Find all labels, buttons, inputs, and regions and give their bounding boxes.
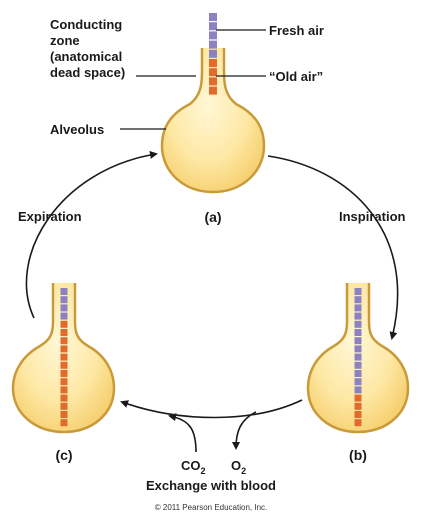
co2-label-base: CO [181,458,201,473]
old-air-block [355,419,362,426]
exchange-label: Exchange with blood [146,478,276,493]
co2-label: CO2 [181,458,206,476]
old-air-block [61,411,68,418]
old-air-block [209,59,217,67]
old-air-block [209,87,217,95]
alveolus-c [13,283,114,432]
o2-label-sub: 2 [241,466,246,476]
conducting-zone-label-2: zone [50,33,80,48]
conducting-zone-label-1: Conducting [50,17,122,32]
fresh-air-block [355,354,362,361]
fresh-air-block [61,288,68,295]
panel-c-label: (c) [55,447,72,463]
o2-label-base: O [231,458,241,473]
alveolus-a [162,13,264,192]
fresh-air-block [61,296,68,303]
fresh-air-block [209,31,217,39]
old-air-block [61,386,68,393]
old-air-block [355,395,362,402]
old-air-block [61,329,68,336]
conducting-zone-label-4: dead space) [50,65,125,80]
conducting-zone-label-3: (anatomical [50,49,122,64]
fresh-air-label: Fresh air [269,23,324,38]
o2-arrow [236,412,256,448]
co2-arrow [170,416,196,452]
inspiration-arrow [268,156,398,338]
bottom-arrow [122,400,302,418]
fresh-air-block [209,22,217,30]
old-air-block [61,378,68,385]
fresh-air-block [355,370,362,377]
old-air-block [61,419,68,426]
inspiration-label: Inspiration [339,209,406,224]
old-air-label: “Old air” [269,69,323,84]
fresh-air-block [355,313,362,320]
old-air-block [61,345,68,352]
alveolus-b [308,283,408,432]
air-column-c [61,288,68,426]
old-air-block [61,321,68,328]
co2-label-sub: 2 [201,466,206,476]
old-air-block [61,354,68,361]
old-air-block [61,362,68,369]
fresh-air-block [355,296,362,303]
old-air-block [355,411,362,418]
alveolus-label: Alveolus [50,122,104,137]
fresh-air-block [355,378,362,385]
fresh-air-block [355,386,362,393]
fresh-air-block [355,288,362,295]
o2-label: O2 [231,458,246,476]
old-air-block [61,337,68,344]
old-air-block [61,395,68,402]
fresh-air-block [61,304,68,311]
fresh-air-block [355,345,362,352]
panel-b-label: (b) [349,447,367,463]
air-column-b [355,288,362,426]
expiration-label: Expiration [18,209,82,224]
old-air-block [209,68,217,76]
expiration-arrow [26,154,156,318]
air-column-a [209,13,217,95]
fresh-air-block [355,304,362,311]
old-air-block [61,370,68,377]
copyright: © 2011 Pearson Education, Inc. [155,503,267,512]
panel-a-label: (a) [204,209,221,225]
fresh-air-block [209,50,217,58]
fresh-air-block [209,41,217,49]
fresh-air-block [355,337,362,344]
fresh-air-block [355,329,362,336]
old-air-block [209,77,217,85]
old-air-block [61,403,68,410]
fresh-air-block [355,321,362,328]
old-air-block [355,403,362,410]
fresh-air-block [355,362,362,369]
fresh-air-block [209,13,217,21]
fresh-air-block [61,313,68,320]
